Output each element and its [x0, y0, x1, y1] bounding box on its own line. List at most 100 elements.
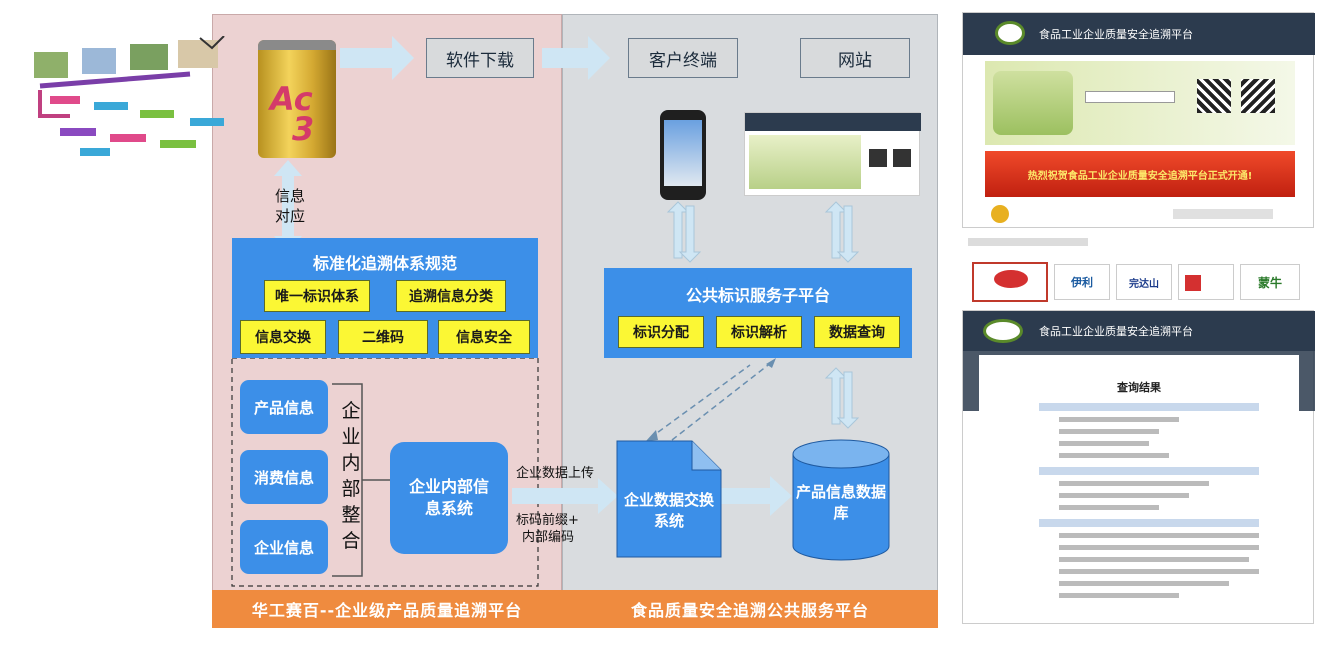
vlabel-char-2: 业: [341, 426, 361, 448]
smartphone-image: [660, 110, 706, 200]
public-platform-footer: 食品质量安全追溯公共服务平台: [562, 590, 938, 628]
vlabel-char-1: 企: [341, 400, 361, 422]
site-home-screenshot: 食品工业企业质量安全追溯平台 热烈祝贺食品工业企业质量安全追溯平台正式开通!: [962, 12, 1315, 228]
query-line-1: [1059, 417, 1179, 422]
query-result-title: 查询结果: [1117, 381, 1161, 394]
query-line-7: [1059, 505, 1159, 510]
enterprise-info-pill: 企业信息: [240, 520, 328, 574]
mini-qr-2: [893, 149, 911, 167]
web-sync-arrow-up: [824, 201, 848, 259]
prefix-line-2: 内部编码: [522, 530, 575, 545]
site-qr-code-1: [1197, 79, 1231, 113]
vlabel-char-6: 合: [341, 530, 361, 552]
prefix-line-1: 标码前缀+: [516, 513, 579, 528]
db-sync-arrow-down: [836, 371, 860, 429]
site-bell-icon: [991, 205, 1009, 223]
vlabel-char-3: 内: [341, 452, 361, 474]
internal-info-system: 企业内部信息系统: [390, 442, 508, 554]
site-header-title: 食品工业企业质量安全追溯平台: [1039, 28, 1193, 41]
milk-powder-can-image: Ac 3: [258, 40, 336, 158]
internal-integration-label: 企 业 内 部 整 合: [340, 398, 362, 554]
site-qr-code-2: [1241, 79, 1275, 113]
info-mapping-line-1: 信息: [274, 187, 305, 205]
standard-spec-title: 标准化追溯体系规范: [312, 254, 457, 273]
consumption-info-pill: 消费信息: [240, 450, 328, 504]
data-query: 数据查询: [814, 316, 900, 348]
info-mapping-line-2: 对应: [274, 207, 305, 225]
db-sync-arrow-up: [824, 367, 848, 425]
info-mapping-label: 信息 对应: [270, 186, 310, 226]
query-header-bar: 食品工业企业质量安全追溯平台: [963, 311, 1315, 351]
query-section-bar-1: [1039, 403, 1259, 411]
standard-spec-box: 标准化追溯体系规范 唯一标识体系 追溯信息分类 信息交换 二维码 信息安全: [232, 238, 538, 358]
site-brand-graphic: [993, 71, 1073, 135]
query-line-4: [1059, 453, 1169, 458]
site-search-field: [1085, 91, 1175, 103]
brand-strip-heading: [968, 238, 1088, 246]
query-line-9: [1059, 545, 1259, 550]
phone-sync-arrow-up: [666, 201, 690, 259]
query-section-bar-2: [1039, 467, 1259, 475]
product-database-cylinder: [792, 439, 890, 561]
brand-logo-yili: 伊利: [1054, 264, 1110, 300]
info-security: 信息安全: [438, 320, 530, 354]
enterprise-platform-footer: 华工赛百--企业级产品质量追溯平台: [212, 590, 562, 628]
query-header-title: 食品工业企业质量安全追溯平台: [1039, 325, 1193, 338]
website-mini-screenshot: [744, 112, 921, 196]
exchange-system-shape: [616, 440, 722, 558]
site-announcement-banner: 热烈祝贺食品工业企业质量安全追溯平台正式开通!: [985, 151, 1295, 197]
brand-logo-1: [972, 262, 1048, 302]
arrow-to-client: [542, 36, 610, 80]
prefix-label: 标码前缀+ 内部编码: [516, 512, 579, 546]
query-line-11: [1059, 569, 1259, 574]
brand-logo-wandashan: 完达山: [1116, 264, 1172, 300]
mini-banner: [749, 135, 861, 189]
exchange-to-db-arrow: [718, 476, 792, 516]
upload-arrow: [512, 478, 618, 514]
query-line-6: [1059, 493, 1189, 498]
query-line-10: [1059, 557, 1249, 562]
vlabel-char-5: 整: [341, 504, 361, 526]
brand-logo-strip: 伊利 完达山 蒙牛: [962, 230, 1314, 310]
internal-integration-boundary: [231, 357, 539, 587]
query-section-bar-3: [1039, 519, 1259, 527]
upload-label: 企业数据上传: [516, 466, 595, 481]
dashed-link-1: [649, 364, 751, 439]
query-line-8: [1059, 533, 1259, 538]
site-logo-icon: [995, 21, 1025, 45]
website-box: 网站: [800, 38, 910, 78]
phone-sync-arrow-down: [678, 205, 702, 263]
software-download-box: 软件下载: [426, 38, 534, 78]
product-info-pill: 产品信息: [240, 380, 328, 434]
id-allocation: 标识分配: [618, 316, 704, 348]
query-logo-icon: [983, 319, 1023, 343]
site-notice-line: [1173, 209, 1273, 219]
site-header-bar: 食品工业企业质量安全追溯平台: [963, 13, 1315, 55]
public-id-service-title: 公共标识服务子平台: [685, 286, 830, 305]
web-sync-arrow-down: [836, 205, 860, 263]
trace-info-classification: 追溯信息分类: [396, 280, 506, 312]
product-database-label: 产品信息数据库: [796, 483, 887, 522]
site-search-banner: [985, 61, 1295, 145]
brand-logo-4-mark: [1185, 275, 1201, 291]
query-line-13: [1059, 593, 1179, 598]
process-flow-thumbnail: [34, 36, 225, 156]
vlabel-char-4: 部: [341, 478, 361, 500]
query-line-12: [1059, 581, 1229, 586]
dashed-link-2: [671, 361, 773, 441]
brand-logo-1-mark: [994, 270, 1028, 288]
mini-header-bar: [745, 113, 921, 131]
exchange-system-label: 企业数据交换系统: [623, 491, 714, 530]
query-result-page: 查询结果: [979, 355, 1299, 619]
id-resolution: 标识解析: [716, 316, 802, 348]
public-id-service-box: 公共标识服务子平台 标识分配 标识解析 数据查询: [604, 268, 912, 358]
brand-logo-mengniu: 蒙牛: [1240, 264, 1300, 300]
qr-code: 二维码: [338, 320, 428, 354]
query-line-5: [1059, 481, 1209, 486]
query-result-screenshot: 食品工业企业质量安全追溯平台 查询结果: [962, 310, 1315, 624]
query-line-3: [1059, 441, 1149, 446]
can-lid: [258, 40, 336, 50]
can-label-3: 3: [292, 110, 315, 148]
unique-id-system: 唯一标识体系: [264, 280, 370, 312]
